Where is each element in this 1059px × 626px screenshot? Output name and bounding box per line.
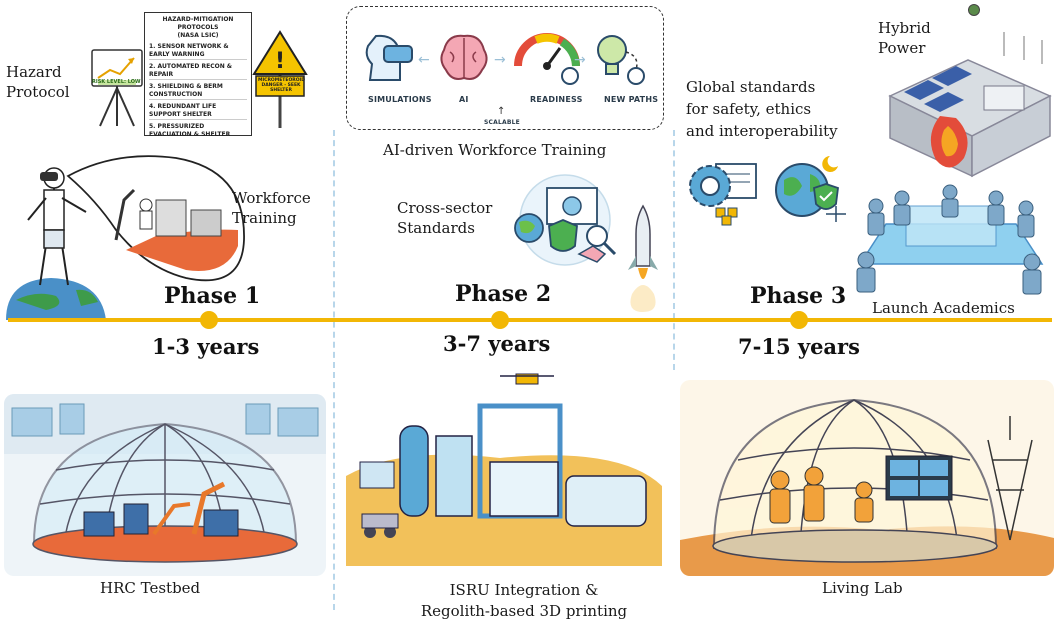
workforce-training-label: Workforce Training — [232, 188, 327, 228]
ai-label: AI — [459, 95, 469, 104]
timeline-marker-1 — [200, 311, 218, 329]
timeline-bar — [8, 318, 1052, 322]
planet-icon — [968, 4, 980, 16]
simulations-label: SIMULATIONS — [368, 95, 432, 104]
pipeline-arrow-right: → — [494, 52, 506, 68]
rocket-icon — [626, 204, 660, 314]
living-lab-label: Living Lab — [822, 578, 903, 598]
scalable-arrow-icon: ↑ — [497, 106, 505, 117]
living-lab-illustration — [680, 380, 1054, 576]
phase-2-label: Phase 2 — [455, 281, 551, 307]
phase-1-label: Phase 1 — [164, 283, 260, 309]
doc-item: 4. REDUNDANT LIFE SUPPORT SHELTER — [149, 103, 247, 120]
scalable-label: SCALABLE — [484, 119, 520, 126]
doc-subtitle: (NASA LSIC) — [149, 32, 247, 40]
hrc-testbed-label: HRC Testbed — [100, 578, 200, 598]
phase-3-label: Phase 3 — [750, 283, 846, 309]
hazard-protocol-label: Hazard Protocol — [6, 62, 86, 102]
isru-label: ISRU Integration & Regolith-based 3D pri… — [404, 580, 644, 622]
separator-2-3 — [673, 130, 675, 370]
hybrid-power-illustration — [884, 26, 1054, 182]
timeline-marker-3 — [790, 311, 808, 329]
pipeline-arrow-left: ← — [418, 52, 430, 68]
cross-sector-standards-label: Cross-sector Standards — [397, 198, 497, 238]
doc-item: 1. SENSOR NETWORK & EARLY WARNING — [149, 43, 247, 60]
hrc-testbed-panel — [4, 394, 326, 576]
doc-item: 5. PRESSURIZED EVACUATION & SHELTER — [149, 123, 247, 139]
readiness-label: READINESS — [530, 95, 583, 104]
gear-blueprint-icon — [682, 156, 762, 226]
separator-1-2 — [333, 130, 335, 610]
academics-meeting-illustration — [846, 184, 1052, 298]
warning-sign-text: MICROMETEOROID DANGER - SEEK SHELTER — [258, 78, 304, 93]
launch-academics-label: Launch Academics — [872, 298, 1015, 318]
pipeline-arrow-right: → — [574, 52, 586, 68]
brain-icon — [436, 30, 492, 86]
risk-easel-icon — [88, 48, 148, 128]
doc-title: HAZARD-MITIGATION PROTOCOLS — [149, 16, 247, 32]
isru-illustration — [340, 366, 668, 570]
doc-item: 2. AUTOMATED RECON & REPAIR — [149, 63, 247, 80]
doc-item: 3. SHIELDING & BERM CONSTRUCTION — [149, 83, 247, 100]
hrc-dome-illustration — [4, 394, 326, 576]
timeline-marker-2 — [491, 311, 509, 329]
ai-training-caption: AI-driven Workforce Training — [383, 140, 606, 160]
new-paths-label: NEW PATHS — [604, 95, 658, 104]
svg-text:!: ! — [275, 49, 285, 74]
risk-level-label: RISK LEVEL: LOW — [92, 79, 141, 85]
living-lab-panel — [680, 380, 1054, 576]
lightbulb-icon — [590, 30, 650, 86]
vr-headset-icon — [358, 30, 414, 86]
hazard-protocol-document: HAZARD-MITIGATION PROTOCOLS (NASA LSIC) … — [144, 12, 252, 136]
cross-sector-standards-icon — [505, 170, 625, 270]
isru-panel — [340, 366, 668, 570]
phase-3-years: 7-15 years — [738, 334, 860, 359]
readiness-gauge-icon — [512, 28, 582, 88]
globe-shield-icon — [770, 150, 850, 226]
phase-2-years: 3-7 years — [443, 331, 550, 356]
global-standards-label: Global standards for safety, ethics and … — [686, 76, 856, 142]
phase-1-years: 1-3 years — [152, 334, 259, 359]
